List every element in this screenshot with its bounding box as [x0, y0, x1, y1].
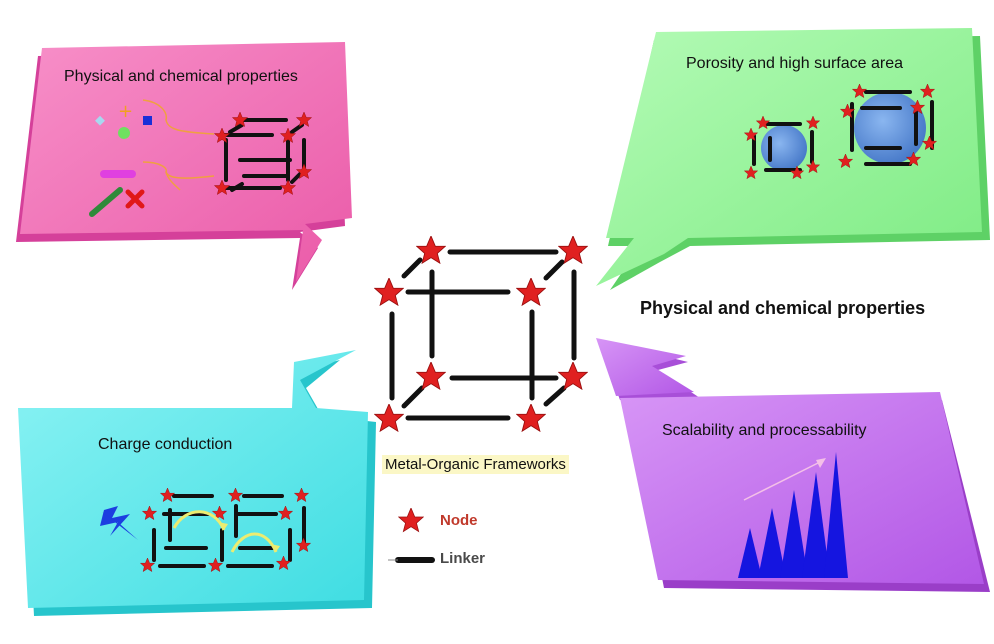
label-charge-conduction: Charge conduction [98, 436, 233, 453]
label-porosity: Porosity and high surface area [686, 55, 904, 72]
svg-text:+: + [118, 101, 133, 122]
side-title: Physical and chemical properties [640, 298, 926, 318]
legend-node-label: Node [440, 512, 478, 529]
small-mof-cube [220, 118, 306, 192]
lightning-icon [100, 506, 138, 540]
small-pore [744, 116, 820, 179]
panel-porosity [596, 28, 990, 290]
cross-icon [125, 189, 145, 209]
trend-arrow-icon [743, 458, 826, 501]
panel-scalability [596, 338, 990, 592]
legend-linker-label: Linker [440, 550, 486, 567]
panel-physical-chemical: + [16, 42, 352, 290]
label-physical-chemical: Physical and chemical properties [64, 68, 298, 85]
center-title: Metal-Organic Frameworks [382, 455, 569, 474]
central-mof-cube [389, 249, 577, 421]
label-scalability: Scalability and processability [662, 422, 867, 439]
star-node-icon [398, 508, 424, 532]
panel-charge-conduction [18, 350, 376, 616]
conduction-frameworks [152, 494, 306, 568]
molecule-shapes-icon: + [89, 101, 152, 217]
legend [388, 508, 435, 563]
large-pore [838, 84, 937, 168]
scale-spikes [738, 452, 848, 578]
